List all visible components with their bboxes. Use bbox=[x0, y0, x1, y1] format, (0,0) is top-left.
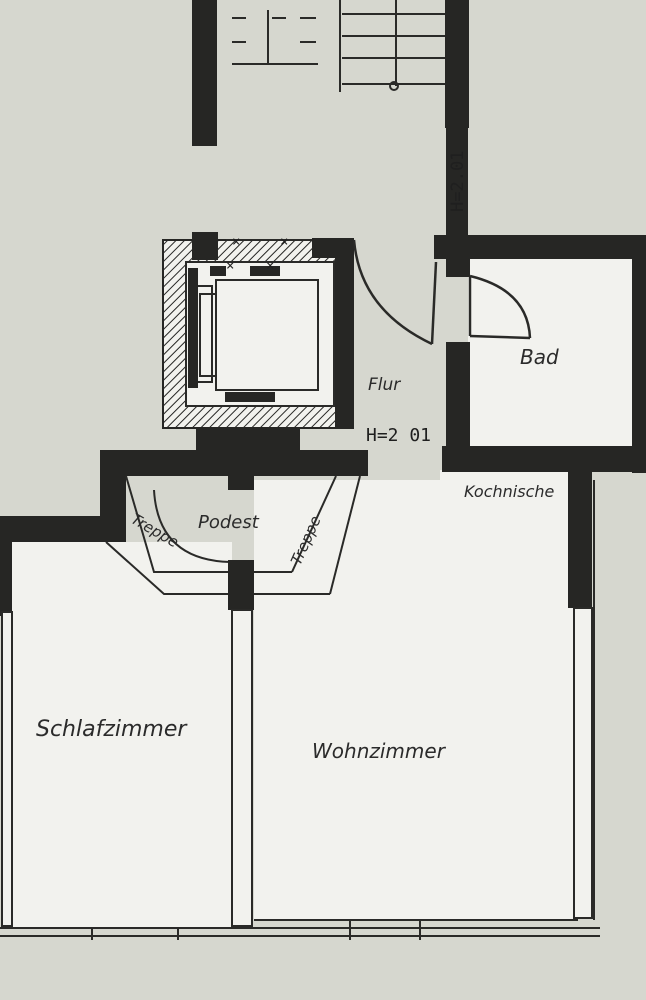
height-horizontal-label: H=2 01 bbox=[366, 425, 431, 446]
flur-label: Flur bbox=[368, 375, 401, 395]
podest-label: Podest bbox=[198, 512, 260, 533]
podest-area bbox=[0, 450, 368, 616]
bad-floor bbox=[468, 258, 636, 448]
lower-walls bbox=[0, 609, 600, 940]
height-vertical-label: H=2.01 bbox=[448, 151, 468, 212]
svg-text:×: × bbox=[266, 258, 274, 274]
svg-text:×: × bbox=[280, 234, 288, 250]
schlafzimmer-label: Schlafzimmer bbox=[36, 717, 188, 742]
upper-stairwell bbox=[192, 0, 469, 240]
wohnzimmer-label: Wohnzimmer bbox=[312, 739, 447, 763]
bad-label: Bad bbox=[520, 345, 559, 369]
schlafzimmer-floor bbox=[12, 542, 232, 927]
kochnische-label: Kochnische bbox=[464, 482, 555, 501]
svg-text:×: × bbox=[226, 258, 234, 274]
kochnische-walls bbox=[568, 470, 595, 920]
flur-door-swing bbox=[352, 239, 433, 346]
bad-walls bbox=[434, 235, 646, 473]
svg-text:×: × bbox=[232, 234, 240, 250]
kochnische-floor bbox=[440, 470, 578, 610]
elevator-shaft: × × × × bbox=[162, 232, 354, 456]
